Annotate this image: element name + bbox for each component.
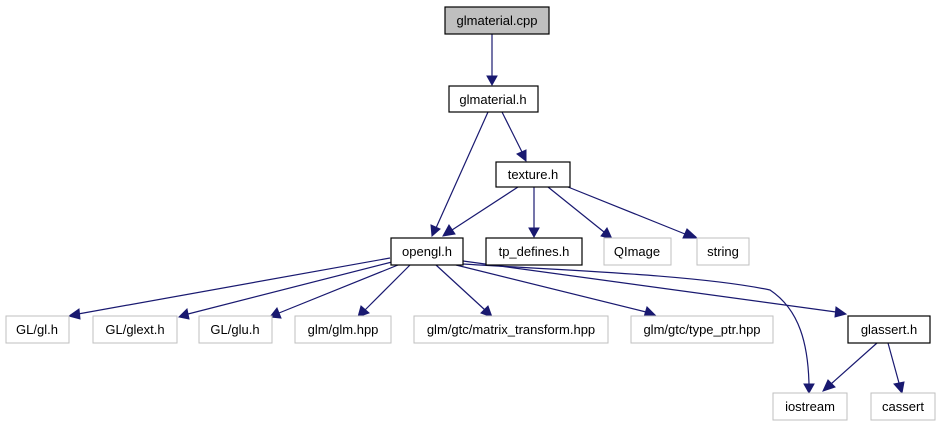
edge-glmaterial-h-to-opengl-h [435,111,489,229]
node-label: glm/glm.hpp [308,322,379,337]
edge-opengl-h-to-glm-glm-hpp [364,264,411,311]
node-label: GL/glu.h [210,322,259,337]
arrowhead-glm-matrix-transform [480,305,493,318]
edge-glmaterial-h-to-texture-h [501,111,523,153]
node-label: QImage [614,244,660,259]
node-label: GL/gl.h [16,322,58,337]
node-label: cassert [882,399,924,414]
node-label: opengl.h [402,244,452,259]
edge-opengl-h-to-gl-glu-h [278,264,399,314]
edge-opengl-h-to-gl-glext-h [187,261,393,315]
node-opengl-h[interactable]: opengl.h [390,237,464,266]
node-glmaterial-h[interactable]: glmaterial.h [448,85,539,113]
edge-glassert-h-to-cassert [887,342,900,384]
arrowhead-cassert [893,381,905,395]
edge-opengl-h-to-glassert-h [462,260,837,313]
edge-texture-h-to-qimage [547,186,605,233]
node-gl-glext-h: GL/glext.h [92,315,178,344]
arrowhead-opengl-h-from-texture [442,224,456,237]
node-label: string [707,244,739,259]
edge-opengl-h-to-glm-matrix-transform [435,264,486,311]
node-glmaterial-cpp[interactable]: glmaterial.cpp [444,6,550,35]
node-glm-matrix-transform: glm/gtc/matrix_transform.hpp [413,315,609,344]
node-gl-glu-h: GL/glu.h [198,315,273,344]
arrowhead-gl-gl-h [67,308,81,320]
edge-opengl-h-to-gl-gl-h [77,257,391,315]
arrowhead-qimage [600,227,613,240]
arrowhead-gl-glext-h [177,307,190,320]
node-qimage: QImage [603,237,672,266]
edge-texture-h-to-opengl-h [451,186,519,231]
node-label: iostream [785,399,835,414]
arrowhead-glm-glm-hpp [357,305,370,318]
arrowhead-opengl-h-from-glmaterial [430,224,441,238]
arrowhead-iostream-from-opengl [803,383,815,395]
node-glm-glm-hpp: glm/glm.hpp [294,315,392,344]
edges-layer [67,34,905,395]
edge-opengl-h-to-iostream [462,263,810,385]
edge-opengl-h-to-glm-type-ptr [455,264,647,313]
node-label: tp_defines.h [499,244,570,259]
node-label: glm/gtc/matrix_transform.hpp [427,322,595,337]
arrowhead-iostream-from-glassert [822,379,836,392]
node-string: string [696,237,750,266]
node-label: texture.h [508,167,559,182]
node-iostream: iostream [772,392,848,421]
node-gl-gl-h: GL/gl.h [5,315,70,344]
node-cassert: cassert [870,392,936,421]
arrowhead-glmaterial-h [486,75,498,87]
arrowhead-string [682,228,699,239]
node-label: glm/gtc/type_ptr.hpp [643,322,760,337]
nodes-layer: glmaterial.cpp glmaterial.h texture.h op… [5,6,936,421]
node-glm-type-ptr: glm/gtc/type_ptr.hpp [630,315,774,344]
edge-glassert-h-to-iostream [830,342,878,385]
arrowhead-tp-defines-h [528,227,540,239]
node-tp-defines-h[interactable]: tp_defines.h [485,237,583,266]
node-label: glassert.h [861,322,917,337]
node-label: glmaterial.cpp [457,13,538,28]
node-glassert-h[interactable]: glassert.h [847,315,931,344]
node-label: GL/glext.h [105,322,164,337]
arrowhead-glassert-h [834,306,848,318]
arrowhead-texture-h [516,149,527,163]
arrowhead-gl-glu-h [269,307,282,319]
node-texture-h[interactable]: texture.h [495,161,571,188]
node-label: glmaterial.h [459,92,526,107]
edge-texture-h-to-string [567,186,686,235]
